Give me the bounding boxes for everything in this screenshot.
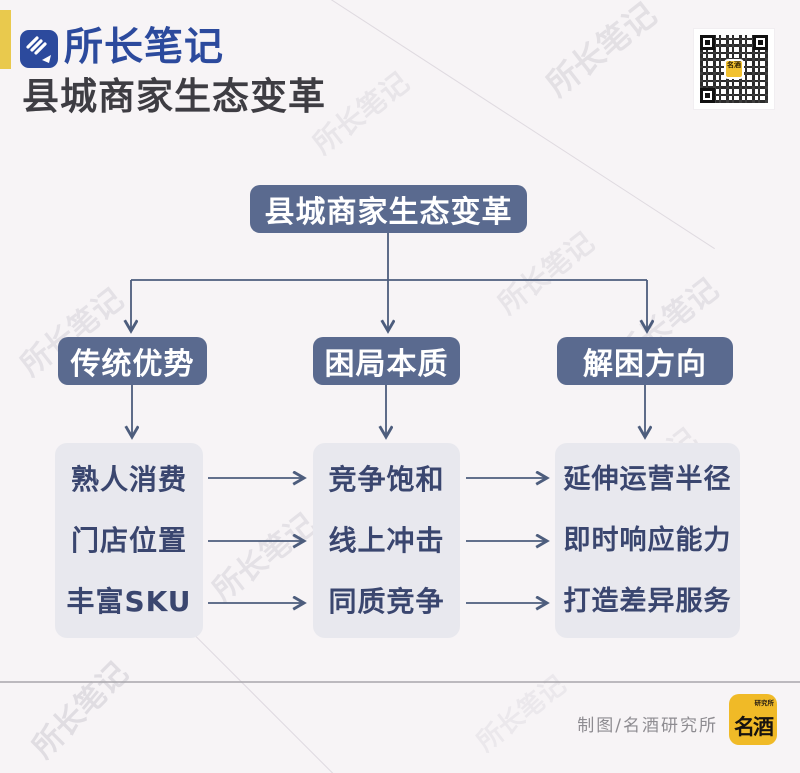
mingjiu-institute-logo-icon: 研究所 名酒 — [729, 694, 777, 745]
branch-node-solution-direction: 解困方向 — [557, 337, 733, 385]
credit-text: 制图/名酒研究所 — [577, 716, 718, 736]
list-box-traditional-advantages: 熟人消费 门店位置 丰富SKU — [55, 443, 203, 638]
list-item: 同质竞争 — [328, 584, 445, 618]
watermark: 所长笔记 — [206, 507, 323, 609]
branch-node-traditional-advantages: 传统优势 — [58, 337, 207, 385]
qr-finder-icon — [700, 88, 715, 103]
watermark: 所长笔记 — [491, 225, 601, 321]
root-node: 县城商家生态变革 — [250, 185, 527, 233]
branch-node-dilemma-nature: 困局本质 — [313, 337, 460, 385]
notebook-logo-icon — [20, 30, 58, 68]
qr-center-logo-icon: 名酒 — [724, 59, 744, 79]
list-box-dilemma-nature: 竞争饱和 线上冲击 同质竞争 — [313, 443, 460, 638]
footer-logo-sub-text: 研究所 — [754, 699, 775, 707]
footer-divider — [0, 681, 800, 683]
accent-bar — [0, 10, 11, 69]
qr-code: 名酒 — [694, 29, 774, 109]
watermark: 所长笔记 — [539, 0, 664, 104]
list-item: 门店位置 — [70, 523, 187, 557]
list-item: 延伸运营半径 — [563, 463, 732, 495]
list-item: 线上冲击 — [328, 523, 445, 557]
list-item: 即时响应能力 — [563, 524, 732, 556]
list-item: 丰富SKU — [66, 584, 192, 618]
list-item: 打造差异服务 — [563, 585, 732, 617]
footer-logo-main-text: 名酒 — [734, 715, 774, 739]
brand-logo-text: 所长笔记 — [64, 25, 225, 70]
watermark: 所长笔记 — [25, 655, 136, 766]
qr-finder-icon — [753, 35, 768, 50]
list-item: 竞争饱和 — [328, 462, 445, 496]
list-item: 熟人消费 — [70, 462, 187, 496]
list-box-solution-direction: 延伸运营半径 即时响应能力 打造差异服务 — [555, 443, 740, 638]
qr-finder-icon — [700, 35, 715, 50]
crease-line — [193, 634, 337, 773]
page-title: 县城商家生态变革 — [22, 75, 326, 118]
